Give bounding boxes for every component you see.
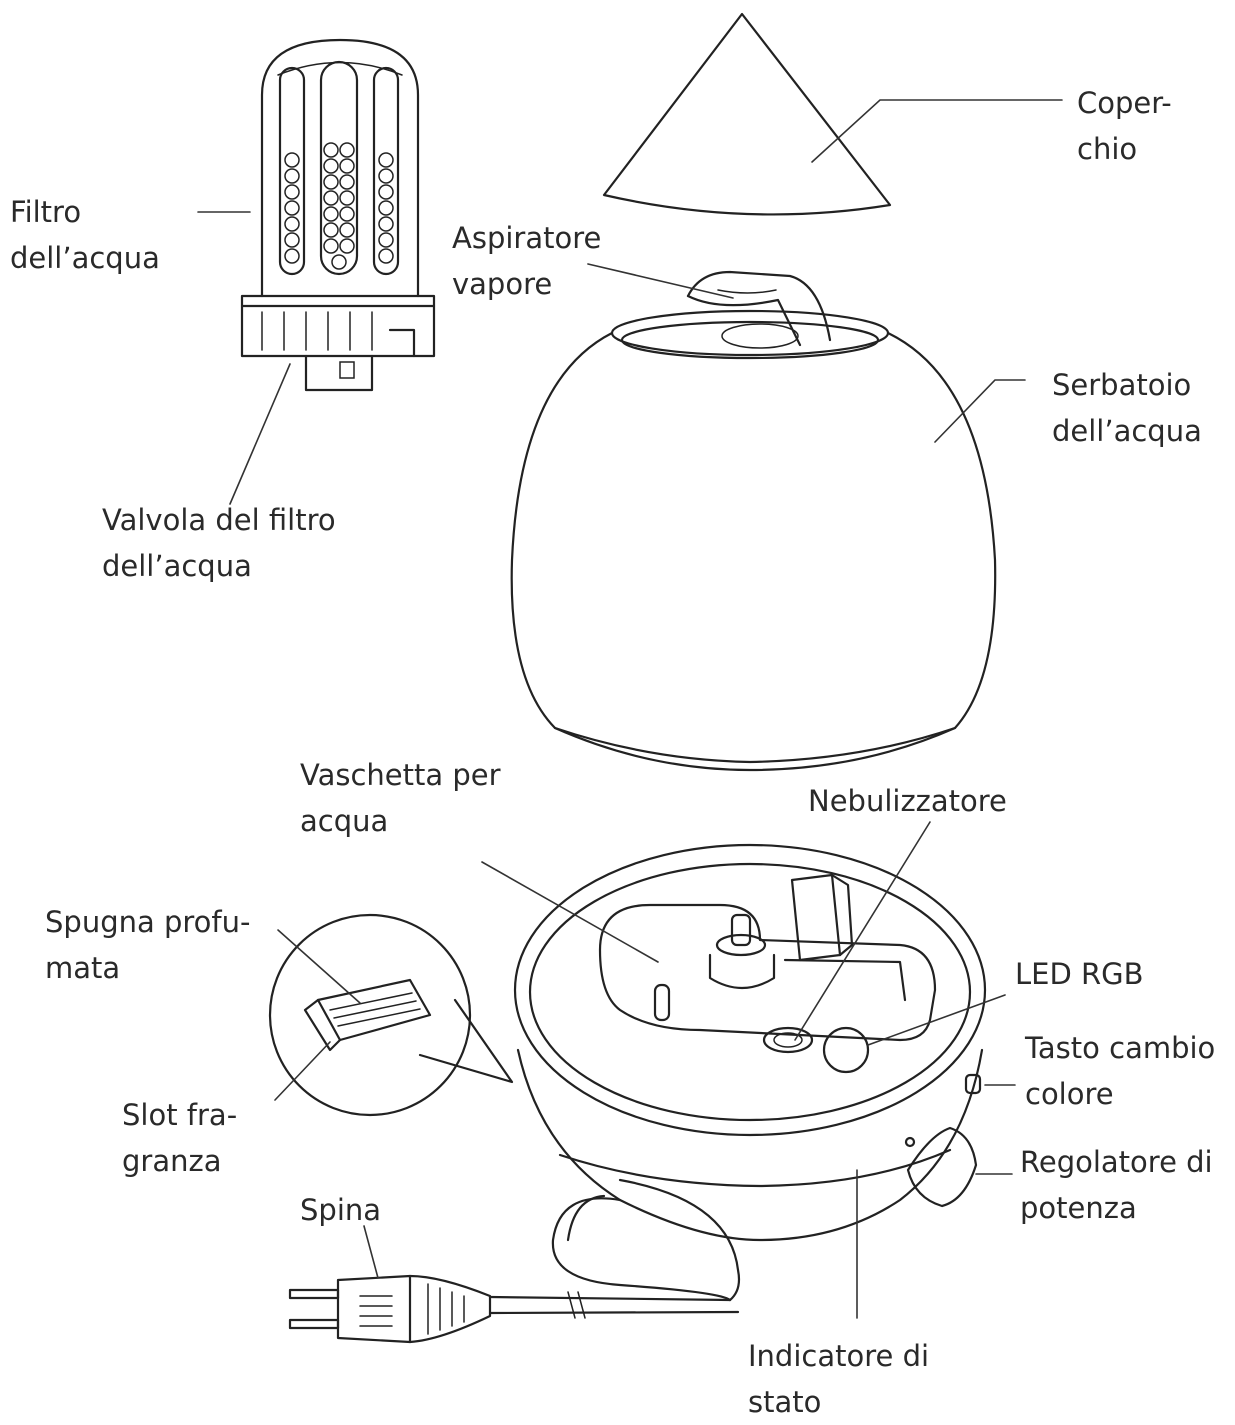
label-water-filter: Filtro dell’acqua [10, 189, 160, 281]
base-drawing [488, 843, 987, 1319]
label-steam-intake: Aspiratore vapore [452, 215, 601, 307]
label-color-button: Tasto cambio colore [1025, 1025, 1215, 1117]
label-power-knob-line1: Regolatore di [1020, 1145, 1213, 1179]
label-water-tray-line2: acqua [300, 804, 389, 838]
label-filter-valve-line1: Valvola del filtro [102, 503, 336, 537]
leader-lines [197, 99, 1063, 1319]
label-plug-line1: Spina [300, 1193, 382, 1227]
label-water-tank: Serbatoio dell’acqua [1052, 362, 1202, 454]
label-scent-sponge-line2: mata [45, 951, 121, 985]
label-power-knob-line2: potenza [1020, 1191, 1137, 1225]
label-status-indicator-line2: stato [748, 1385, 822, 1419]
label-scent-sponge-line1: Spugna profu- [45, 905, 251, 939]
label-fragrance-slot-line1: Slot fra- [122, 1098, 238, 1132]
lid-drawing [602, 12, 892, 216]
label-nebulizer-line1: Nebulizzatore [808, 784, 1007, 818]
label-water-filter-line1: Filtro [10, 195, 82, 229]
label-lid-line1: Coper- [1077, 86, 1172, 120]
label-filter-valve: Valvola del filtro dell’acqua [102, 497, 336, 589]
label-power-knob: Regolatore di potenza [1020, 1139, 1213, 1231]
label-rgb-led: LED RGB [1015, 951, 1144, 997]
label-fragrance-slot: Slot fra- granza [122, 1092, 237, 1184]
label-water-tray: Vaschetta per acqua [300, 752, 501, 844]
water-tank-drawing [510, 270, 997, 772]
label-steam-intake-line2: vapore [452, 267, 553, 301]
label-nebulizer: Nebulizzatore [808, 778, 1007, 824]
label-steam-intake-line1: Aspiratore [452, 221, 602, 255]
label-lid-line2: chio [1077, 132, 1138, 166]
label-water-tray-line1: Vaschetta per [300, 758, 501, 792]
label-filter-valve-line2: dell’acqua [102, 549, 252, 583]
label-water-tank-line1: Serbatoio [1052, 368, 1192, 402]
label-fragrance-slot-line2: granza [122, 1144, 222, 1178]
label-plug: Spina [300, 1187, 381, 1233]
label-rgb-led-line1: LED RGB [1015, 957, 1144, 991]
label-water-filter-line2: dell’acqua [10, 241, 160, 275]
label-lid: Coper- chio [1077, 80, 1172, 172]
fragrance-detail-drawing [268, 913, 514, 1117]
label-status-indicator-line1: Indicatore di [748, 1339, 930, 1373]
label-color-button-line2: colore [1025, 1077, 1114, 1111]
label-water-tank-line2: dell’acqua [1052, 414, 1202, 448]
label-status-indicator: Indicatore di stato [748, 1333, 929, 1425]
label-color-button-line1: Tasto cambio [1025, 1031, 1216, 1065]
water-filter-drawing [240, 38, 436, 392]
label-scent-sponge: Spugna profu- mata [45, 899, 250, 991]
plug-drawing [288, 1274, 492, 1344]
